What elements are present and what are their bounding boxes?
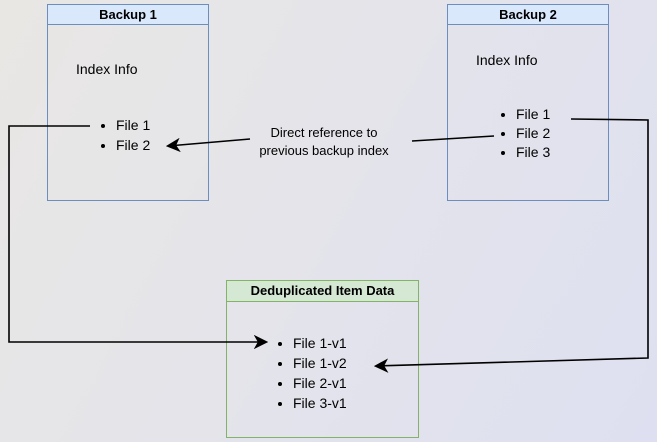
list-item: File 2: [516, 124, 608, 143]
list-item: File 1: [116, 115, 208, 135]
dedup-header: Deduplicated Item Data: [227, 281, 418, 302]
backup1-header: Backup 1: [48, 5, 208, 25]
backup2-header: Backup 2: [448, 5, 608, 25]
backup1-file-list: File 1File 2: [48, 115, 208, 155]
list-item: File 1-v2: [293, 353, 418, 373]
list-item: File 3: [516, 143, 608, 162]
list-item: File 2-v1: [293, 373, 418, 393]
backup2-subtitle: Index Info: [476, 52, 538, 68]
backup2-box: Backup 2 Index Info File 1File 2File 3: [447, 4, 609, 201]
list-item: File 2: [116, 135, 208, 155]
dedup-file-list: File 1-v1File 1-v2File 2-v1File 3-v1: [227, 333, 418, 413]
list-item: File 1: [516, 105, 608, 124]
backup2-file-list: File 1File 2File 3: [448, 105, 608, 162]
dedup-box: Deduplicated Item Data File 1-v1File 1-v…: [226, 280, 419, 438]
direct-reference-label: Direct reference to previous backup inde…: [259, 125, 389, 158]
list-item: File 3-v1: [293, 393, 418, 413]
backup1-box: Backup 1 Index Info File 1File 2: [47, 4, 209, 201]
list-item: File 1-v1: [293, 333, 418, 353]
backup1-subtitle: Index Info: [76, 61, 138, 77]
